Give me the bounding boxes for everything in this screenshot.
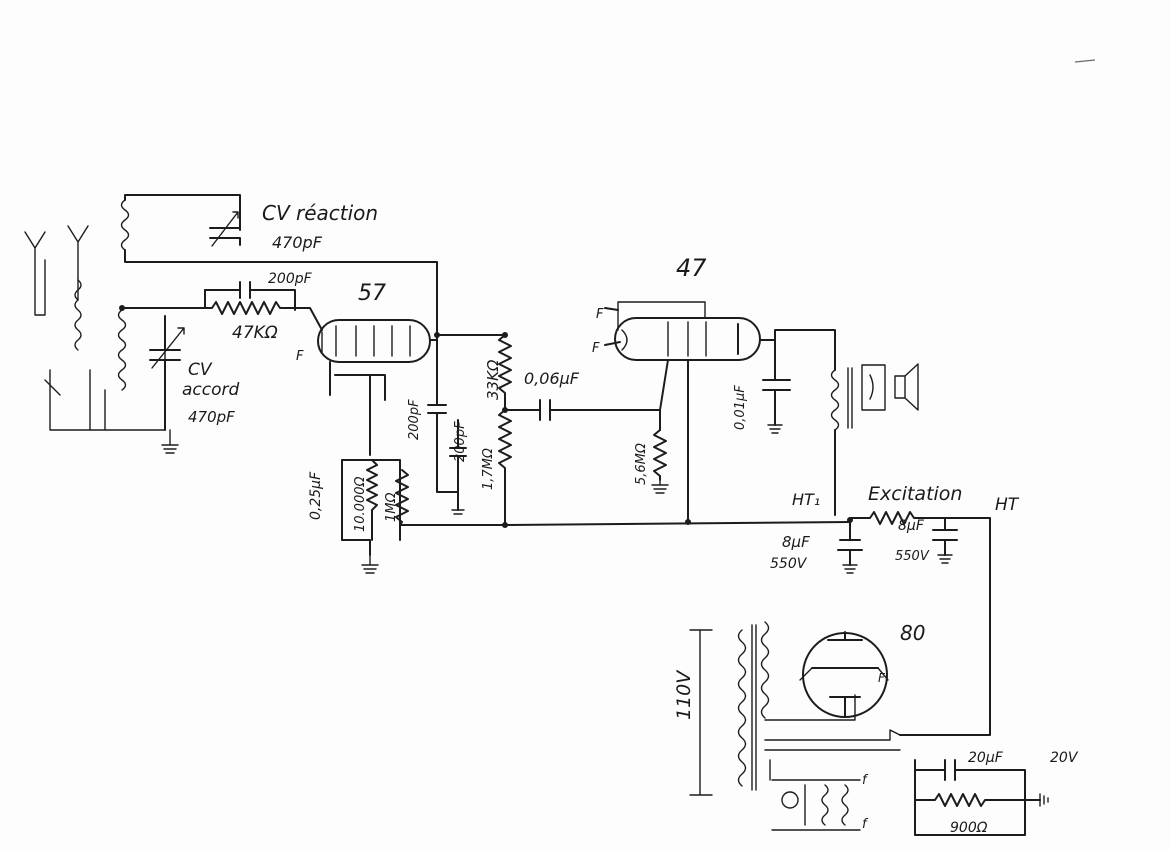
speaker-icon [861, 363, 919, 411]
cv-accord-label: CV [188, 360, 213, 380]
cathode-resistor-label: 10.000Ω [353, 477, 368, 532]
ground-icon [161, 429, 179, 454]
mains-voltage-label: 110V [673, 669, 695, 720]
cathode-resistor-label-2: 1MΩ [384, 493, 399, 522]
grid-cap-label: 200pF [268, 271, 313, 287]
cv-reaction-label: CV réaction [262, 201, 378, 225]
filter-cap-2-voltage: 550V [895, 549, 930, 564]
grid-resistor-47-label: 5,6MΩ [634, 443, 649, 485]
load-resistor-label: 33KΩ [484, 359, 502, 400]
tube-57 [317, 319, 431, 363]
cv-accord-label-2: accord [182, 380, 240, 400]
bias-cap-label: 20µF [968, 750, 1004, 766]
cv-reaction-value: 470pF [272, 233, 323, 252]
tube-47-label: 47 [676, 254, 707, 282]
power-transformer [737, 621, 901, 831]
bias-resistor-label: 1,7MΩ [481, 448, 496, 490]
ht-rail [502, 511, 991, 736]
cathode-network-57 [341, 374, 506, 574]
filament-label-57: F [296, 349, 304, 364]
filament-label-80-3: F [878, 671, 886, 685]
cathode-lead-57 [329, 361, 386, 401]
ht1-label: HT₁ [792, 490, 820, 509]
grid-lead-47 [659, 359, 669, 431]
cv-reaction-capacitor [209, 211, 241, 247]
paper-mark [1074, 59, 1096, 63]
reaction-coil [120, 194, 438, 331]
filament-label-47-1: F [596, 307, 604, 322]
ht-label: HT [995, 495, 1020, 515]
tube-80-label: 80 [900, 621, 925, 645]
plate-network [427, 329, 512, 526]
filter-capacitor-2 [932, 517, 958, 564]
filter-cap-1-label: 8µF [782, 533, 810, 551]
plate-cap-label-2: 200pF [453, 421, 468, 462]
output-cap-label: 0,01µF [733, 385, 748, 430]
tube-80 [799, 631, 889, 718]
filter-cap-1-voltage: 550V [770, 556, 808, 572]
coupling-capacitor [504, 399, 661, 421]
filter-cap-2-label: 8µF [898, 518, 925, 534]
mains-indicator [689, 629, 713, 796]
plate-cap-label-1: 200pF [407, 399, 422, 440]
filament-leads-47 [604, 307, 621, 346]
coupling-cap-label: 0,06µF [524, 369, 580, 388]
grid-resistor-label: 47KΩ [232, 323, 278, 343]
bias-supply [914, 759, 1049, 836]
cathode-cap-label: 0,25µF [308, 471, 324, 520]
antenna-icon [24, 225, 89, 316]
grid-leak-network [204, 281, 323, 331]
antenna-coil [44, 279, 166, 431]
cv-accord-value: 470pF [188, 408, 235, 426]
filament-label-80-2: f [862, 817, 869, 832]
grid-resistor-47 [651, 429, 669, 494]
cv-accord-capacitor [149, 315, 185, 431]
excitation-label: Excitation [868, 483, 962, 505]
output-network [759, 329, 853, 516]
bias-cap-voltage: 20V [1050, 750, 1079, 766]
filament-label-47-2: F [592, 341, 600, 356]
tube-47 [614, 301, 761, 361]
filament-label-80-1: f [862, 773, 869, 788]
filter-capacitor-1 [837, 521, 863, 574]
bias-resistor-label: 900Ω [950, 820, 988, 836]
tube-57-label: 57 [358, 281, 386, 306]
